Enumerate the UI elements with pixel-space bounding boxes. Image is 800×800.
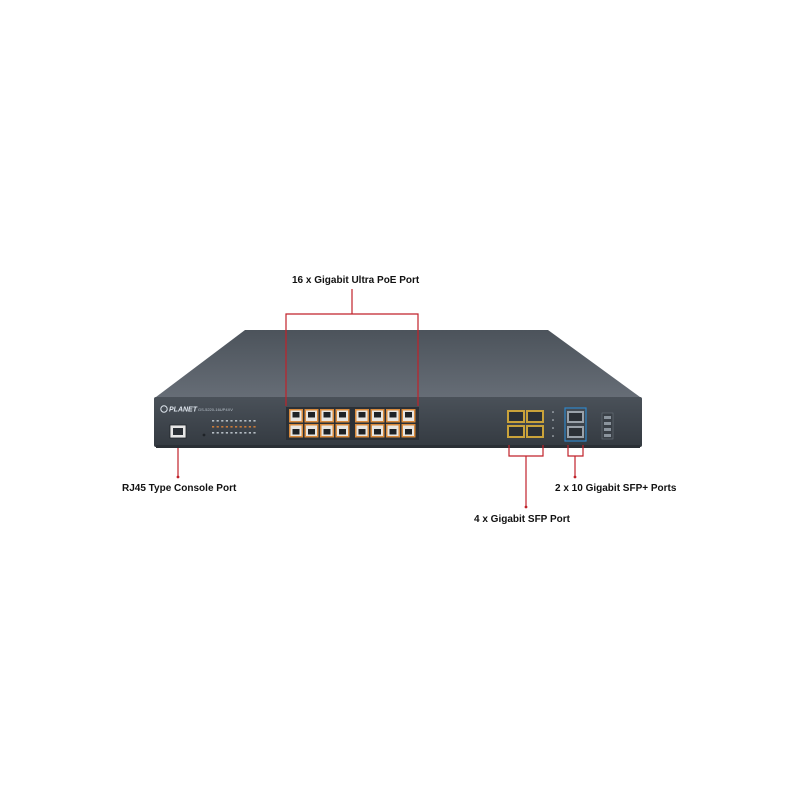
status-led bbox=[216, 426, 219, 428]
poe-rj45-port[interactable] bbox=[355, 409, 369, 423]
status-led bbox=[230, 426, 233, 428]
model-text: GS-5220-16UP4XV bbox=[198, 407, 233, 412]
status-led bbox=[225, 420, 228, 422]
sfp-plus-highlight bbox=[564, 407, 587, 442]
status-led bbox=[212, 420, 215, 422]
status-led bbox=[225, 426, 228, 428]
poe-rj45-port[interactable] bbox=[304, 424, 319, 438]
led-panel bbox=[212, 420, 256, 434]
sfp-plus-port[interactable] bbox=[567, 411, 584, 423]
sfp-port[interactable] bbox=[526, 410, 544, 423]
poe-rj45-port[interactable] bbox=[304, 409, 319, 423]
poe-rj45-port[interactable] bbox=[320, 424, 334, 438]
brand-text: PLANET bbox=[169, 407, 198, 414]
status-led bbox=[239, 420, 242, 422]
sfp-plus-ports bbox=[564, 407, 587, 442]
status-led bbox=[212, 432, 215, 434]
status-led bbox=[244, 432, 247, 434]
status-led bbox=[235, 432, 238, 434]
sfp-port[interactable] bbox=[507, 425, 525, 438]
status-led bbox=[216, 432, 219, 434]
poe-rj45-port[interactable] bbox=[335, 424, 350, 438]
callout-dots bbox=[176, 475, 577, 509]
status-led bbox=[221, 426, 224, 428]
planet-logo: PLANET bbox=[160, 405, 198, 414]
sfp-port[interactable] bbox=[526, 425, 544, 438]
poe-rj45-port[interactable] bbox=[320, 409, 334, 423]
poe-rj45-port[interactable] bbox=[355, 424, 369, 438]
status-led bbox=[239, 426, 242, 428]
poe-rj45-port[interactable] bbox=[401, 424, 416, 438]
poe-rj45-port[interactable] bbox=[386, 424, 400, 438]
status-module bbox=[601, 412, 614, 440]
status-led bbox=[221, 432, 224, 434]
console-port[interactable] bbox=[169, 424, 187, 439]
status-led bbox=[253, 420, 256, 422]
poe-ports-label: 16 x Gigabit Ultra PoE Port bbox=[292, 275, 420, 286]
poe-rj45-port[interactable] bbox=[335, 409, 350, 423]
status-led bbox=[235, 420, 238, 422]
chassis-bottom-edge bbox=[156, 445, 640, 448]
status-led bbox=[248, 420, 251, 422]
status-led bbox=[244, 420, 247, 422]
poe-rj45-port[interactable] bbox=[289, 409, 303, 423]
status-led bbox=[253, 432, 256, 434]
callout-lines bbox=[177, 289, 584, 506]
status-led bbox=[225, 432, 228, 434]
status-led bbox=[230, 432, 233, 434]
poe-rj45-port[interactable] bbox=[386, 409, 400, 423]
status-led bbox=[248, 432, 251, 434]
poe-ports bbox=[289, 409, 416, 438]
sfp-ports bbox=[507, 410, 544, 438]
status-led bbox=[244, 426, 247, 428]
console-port-label: RJ45 Type Console Port bbox=[122, 483, 237, 494]
status-led bbox=[230, 420, 233, 422]
status-led bbox=[235, 426, 238, 428]
sfp-ports-label: 4 x Gigabit SFP Port bbox=[474, 514, 570, 525]
sfp-plus-ports-label: 2 x 10 Gigabit SFP+ Ports bbox=[555, 483, 677, 494]
sfp-port[interactable] bbox=[507, 410, 525, 423]
status-led bbox=[239, 432, 242, 434]
chassis-top bbox=[156, 330, 640, 397]
poe-rj45-port[interactable] bbox=[401, 409, 416, 423]
poe-rj45-port[interactable] bbox=[370, 424, 385, 438]
poe-rj45-port[interactable] bbox=[370, 409, 385, 423]
status-led bbox=[212, 426, 215, 428]
status-led bbox=[216, 420, 219, 422]
reset-button[interactable] bbox=[202, 433, 206, 437]
sfp-led-column bbox=[552, 411, 554, 437]
status-led bbox=[221, 420, 224, 422]
status-led bbox=[253, 426, 256, 428]
sfp-plus-port[interactable] bbox=[567, 426, 584, 438]
poe-rj45-port[interactable] bbox=[289, 424, 303, 438]
status-led bbox=[248, 426, 251, 428]
